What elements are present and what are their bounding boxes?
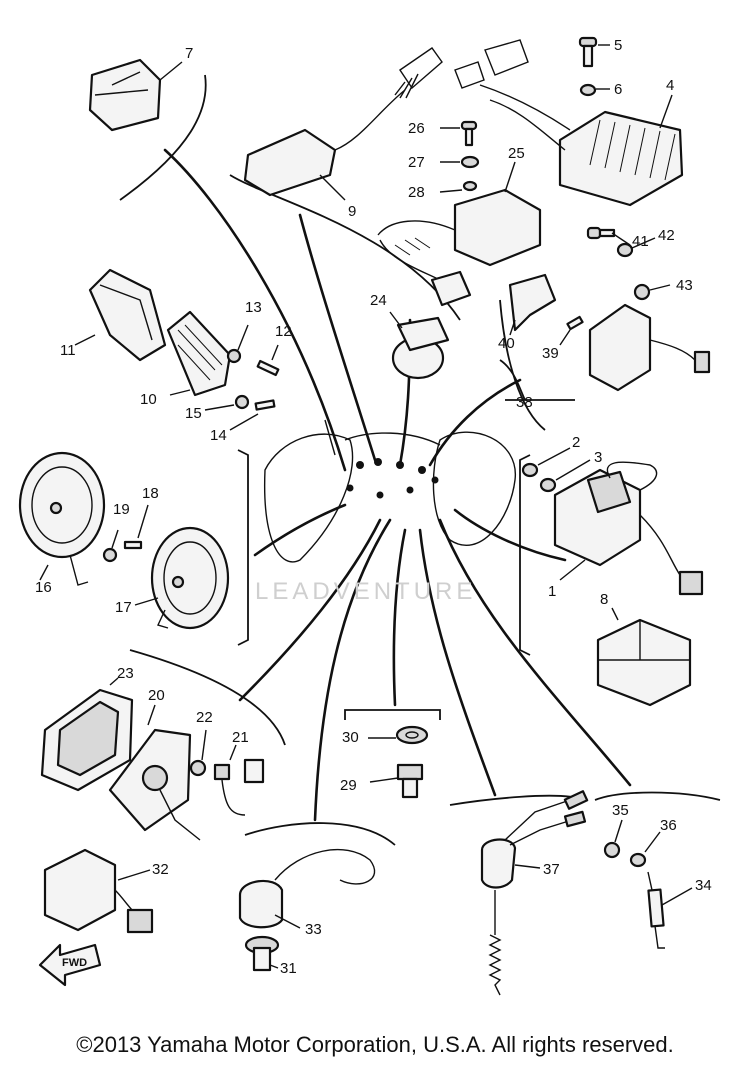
wiring-leader-lines [163, 148, 632, 822]
part-24-flasher [389, 311, 450, 380]
part-35-nut [603, 819, 623, 859]
callout-8: 8 [600, 591, 608, 608]
callout-39: 39 [542, 345, 559, 362]
part-10-rectifier [166, 310, 232, 397]
callout-43: 43 [676, 277, 693, 294]
callout-41: 41 [632, 233, 649, 250]
callout-38: 38 [516, 394, 533, 411]
part-21-bolt [213, 744, 265, 816]
callout-7: 7 [185, 45, 193, 62]
part-18-bolt [123, 504, 149, 550]
callout-4: 4 [666, 77, 674, 94]
part-31-switch [244, 935, 280, 972]
part-5-bolt [578, 36, 610, 68]
callout-37: 37 [543, 861, 560, 878]
part-20-sender-plate [108, 704, 201, 841]
callout-40: 40 [498, 335, 515, 352]
callout-10: 10 [140, 391, 157, 408]
part-29-switch [369, 763, 424, 799]
watermark-text: LEADVENTURE [255, 578, 477, 605]
part-13-washer [226, 324, 249, 364]
callout-35: 35 [612, 802, 629, 819]
part-41-bolt [586, 226, 631, 246]
callout-30: 30 [342, 729, 359, 746]
fwd-label: FWD [62, 957, 87, 969]
part-27-washer [440, 155, 480, 169]
callout-23: 23 [117, 665, 134, 682]
part-42-washer [616, 237, 656, 258]
part-16-horn [18, 451, 106, 586]
part-11-cover [74, 268, 167, 362]
callout-labels: 1 2 3 4 5 6 7 8 9 10 11 12 13 14 15 16 1… [35, 37, 712, 977]
part-4-regulator [454, 39, 684, 207]
part-25-module [377, 161, 542, 307]
callout-27: 27 [408, 154, 425, 171]
copyright-notice: ©2013 Yamaha Motor Corporation, U.S.A. A… [76, 1032, 674, 1057]
part-30-washer [368, 725, 429, 745]
callout-29: 29 [340, 777, 357, 794]
callout-31: 31 [280, 960, 297, 977]
callout-2: 2 [572, 434, 580, 451]
part-6-washer [579, 83, 610, 97]
part-1-relay [553, 461, 704, 596]
part-26-bolt [440, 120, 478, 147]
fwd-arrow-icon: FWD [38, 943, 102, 987]
callout-26: 26 [408, 120, 425, 137]
part-39-bolt [559, 315, 584, 346]
callout-28: 28 [408, 184, 425, 201]
part-43-nut [633, 283, 671, 301]
callout-9: 9 [348, 203, 356, 220]
part-7-relay [88, 58, 183, 132]
part-36-washer [629, 831, 661, 868]
part-19-washer [102, 529, 119, 563]
part-40-bracket [508, 273, 557, 336]
callout-13: 13 [245, 299, 262, 316]
callout-3: 3 [594, 449, 602, 466]
callout-32: 32 [152, 861, 169, 878]
callout-24: 24 [370, 292, 387, 309]
callout-21: 21 [232, 729, 249, 746]
callout-19: 19 [113, 501, 130, 518]
part-22-washer [189, 729, 207, 777]
part-32-relay [43, 848, 154, 934]
part-15-washer [204, 394, 250, 411]
part-2-washer [521, 447, 571, 478]
callout-5: 5 [614, 37, 622, 54]
callout-33: 33 [305, 921, 322, 938]
callout-18: 18 [142, 485, 159, 502]
part-3-washer [539, 459, 591, 493]
callout-11: 11 [60, 342, 76, 359]
part-14-bolt [229, 399, 276, 431]
callout-25: 25 [508, 145, 525, 162]
part-9-connector [243, 47, 443, 201]
part-33-sensor-cap [238, 848, 376, 929]
part-34-rod [647, 871, 693, 949]
callout-22: 22 [196, 709, 213, 726]
part-8-unit [596, 607, 692, 707]
callout-17: 17 [115, 599, 132, 616]
part-23-gasket [40, 677, 134, 792]
callout-15: 15 [185, 405, 202, 422]
callout-42: 42 [658, 227, 675, 244]
frame-outline [263, 431, 516, 563]
part-12-bolt [256, 344, 280, 377]
part-17-horn [134, 526, 230, 630]
part-38-switch-assembly [588, 303, 711, 392]
callout-36: 36 [660, 817, 677, 834]
callout-34: 34 [695, 877, 712, 894]
callout-1: 1 [548, 583, 556, 600]
callout-16: 16 [35, 579, 52, 596]
callout-14: 14 [210, 427, 227, 444]
part-37-brake-switch [480, 790, 589, 996]
callout-12: 12 [275, 323, 292, 340]
callout-20: 20 [148, 687, 165, 704]
part-28-collar [439, 180, 478, 193]
group-brackets [119, 74, 721, 846]
callout-6: 6 [614, 81, 622, 98]
